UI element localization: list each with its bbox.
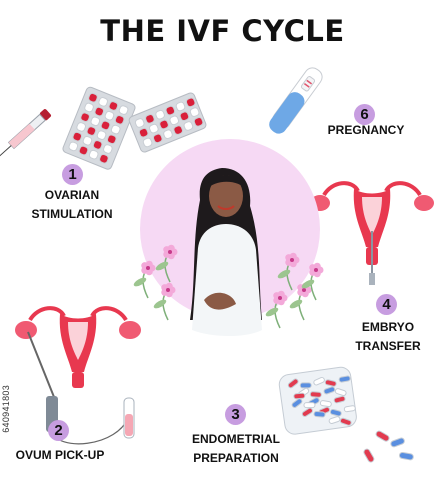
step-label-line: ENDOMETRIAL [192,432,280,446]
page-title: THE IVF CYCLE [100,14,345,48]
step-label-line: STIMULATION [31,207,113,221]
step-label-line: OVARIAN [44,188,100,202]
step-label-line: OVUM PICK-UP [15,448,105,462]
step-badge: 3 [225,404,246,425]
step-badge: 1 [62,164,83,185]
step-label: EMBRYO TRANSFER [338,318,438,356]
stock-id: 640941803 [1,385,11,433]
step-label-line: PREPARATION [193,451,279,465]
step-label-line: EMBRYO [361,320,415,334]
step-badge: 4 [376,294,397,315]
step-label-line: TRANSFER [355,339,421,353]
step-badge: 2 [48,420,69,441]
step-label-line: PREGNANCY [327,123,405,137]
step-label: OVARIAN STIMULATION [22,186,122,224]
step-label: OVUM PICK-UP [8,446,112,465]
step-label: ENDOMETRIAL PREPARATION [186,430,286,468]
step-badge: 6 [354,104,375,125]
step-label: PREGNANCY [316,121,416,140]
